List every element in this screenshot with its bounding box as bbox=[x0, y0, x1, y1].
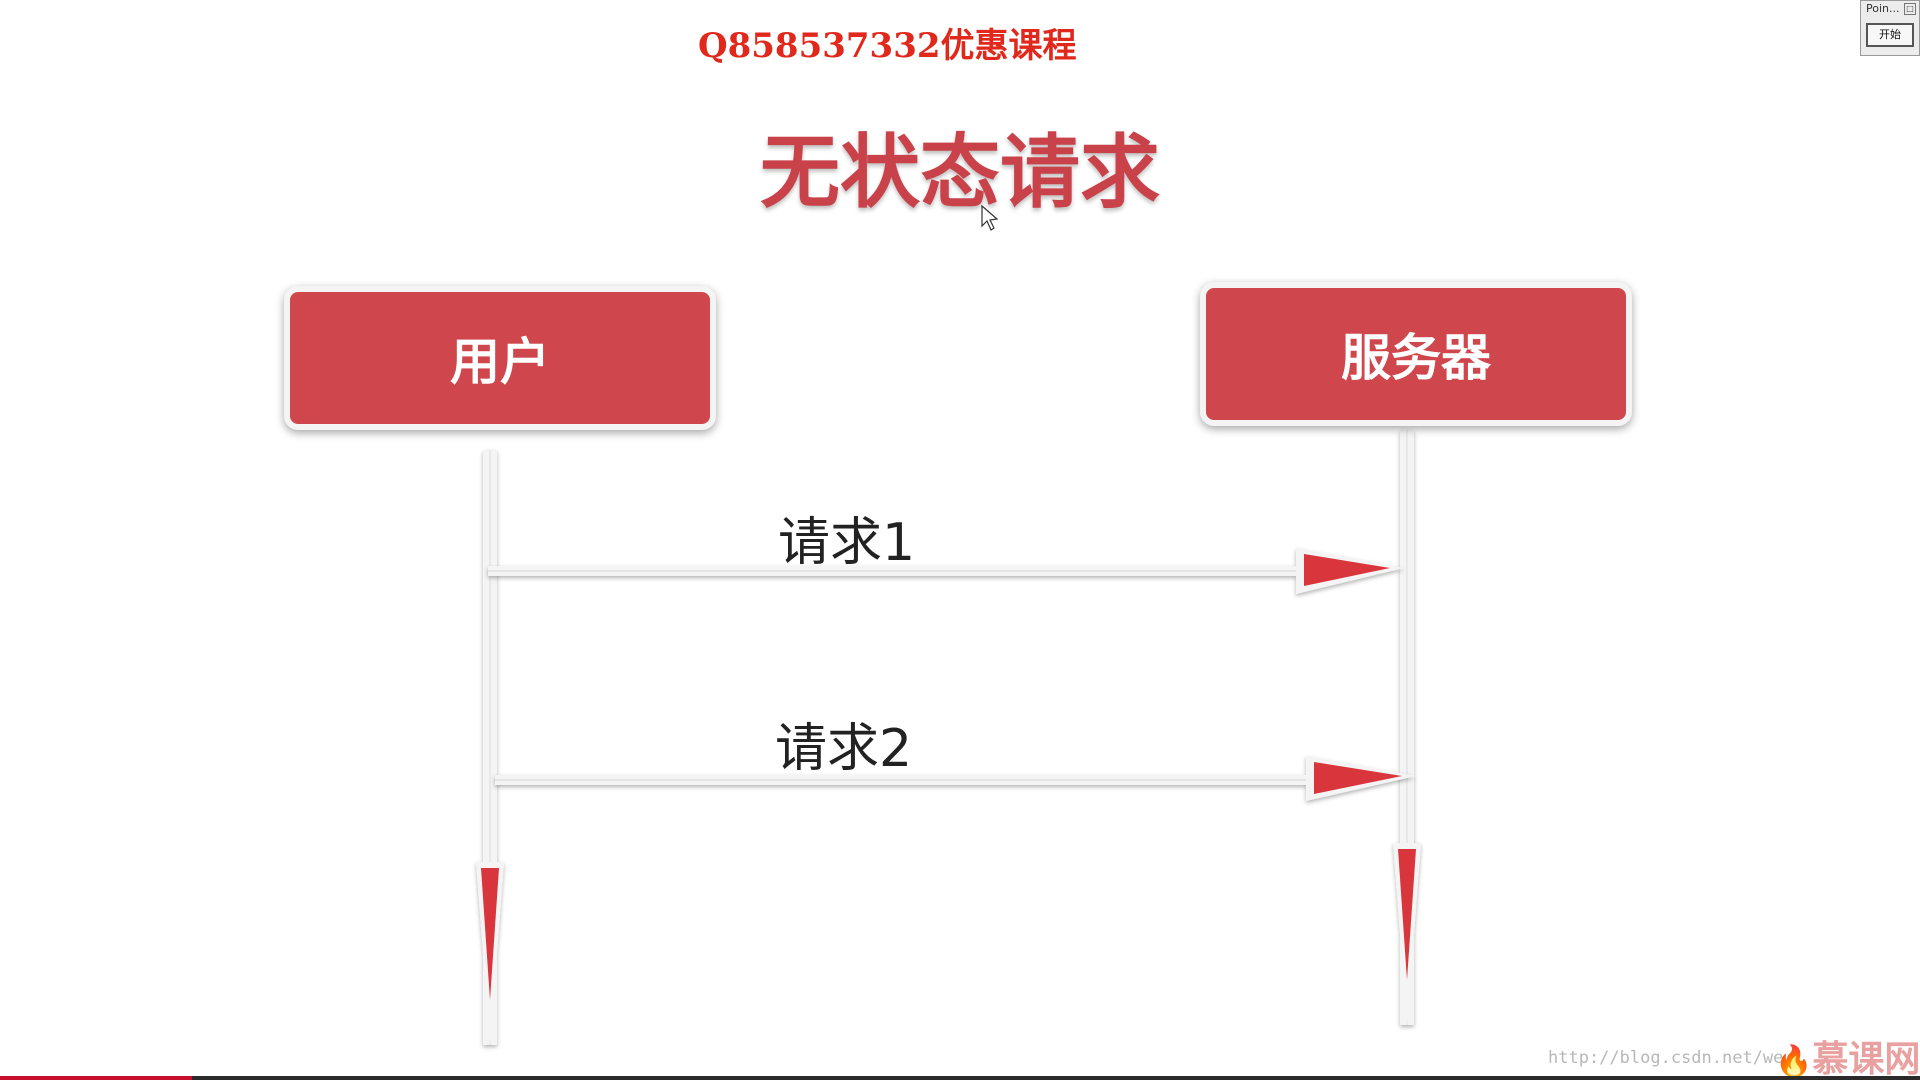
flame-icon: 🔥 bbox=[1775, 1044, 1813, 1079]
video-progress-fill bbox=[0, 1076, 192, 1080]
server-lifeline bbox=[1393, 430, 1421, 1025]
watermark-logo-text: 慕课网 bbox=[1812, 1039, 1920, 1080]
request-1-label: 请求1 bbox=[778, 513, 916, 573]
cursor-icon bbox=[981, 204, 999, 231]
start-button[interactable]: 开始 bbox=[1866, 23, 1914, 47]
watermark-url: http://blog.csdn.net/we bbox=[1548, 1048, 1784, 1068]
widget-title: Poin... bbox=[1866, 2, 1900, 15]
widget-close-icon[interactable]: □ bbox=[1904, 3, 1916, 15]
promo-text: Q858537332优惠课程 bbox=[698, 26, 1077, 66]
request-2-label: 请求2 bbox=[775, 719, 913, 779]
request-2-arrow bbox=[495, 756, 1416, 801]
user-lifeline bbox=[476, 450, 504, 1045]
actor-user-box: 用户 bbox=[284, 286, 716, 430]
watermark-logo: 🔥慕课网 bbox=[1775, 1030, 1920, 1082]
request-1-arrow bbox=[488, 548, 1404, 594]
video-progress-bar[interactable] bbox=[0, 1076, 1920, 1080]
actor-server-label: 服务器 bbox=[1341, 329, 1491, 387]
actor-user-label: 用户 bbox=[450, 333, 550, 391]
slide-title: 无状态请求 bbox=[760, 126, 1160, 219]
actor-server-box: 服务器 bbox=[1200, 282, 1632, 426]
pointer-tool-widget[interactable]: Poin... □ 开始 bbox=[1860, 0, 1920, 56]
